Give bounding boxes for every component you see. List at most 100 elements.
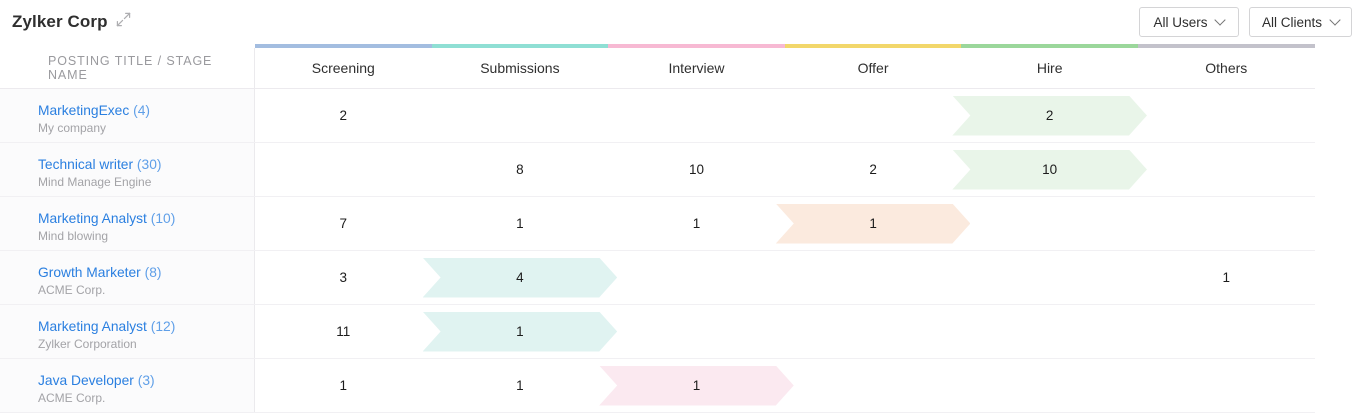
- stage-value: 4: [516, 270, 524, 285]
- posting-title-cell: Technical writer (30) Mind Manage Engine: [0, 143, 255, 196]
- stage-color-interview: [608, 44, 785, 48]
- stage-value-cell: [255, 143, 432, 196]
- job-client-name: Zylker Corporation: [38, 337, 137, 352]
- job-title-link[interactable]: Marketing Analyst (12): [38, 319, 254, 335]
- stage-value: 7: [339, 216, 348, 231]
- stage-value-cell[interactable]: 7: [255, 197, 432, 250]
- stage-value-cell[interactable]: 2: [961, 89, 1138, 142]
- filters-group: All Users All Clients: [1138, 7, 1352, 37]
- stage-value-cell[interactable]: 3: [255, 251, 432, 304]
- job-title-text: Technical writer: [38, 157, 134, 173]
- job-title-text: Marketing Analyst: [38, 211, 147, 227]
- expand-diagonal-icon[interactable]: [116, 12, 131, 32]
- table-header-row: POSTING TITLE / STAGE NAME Screening Subm…: [0, 48, 1315, 89]
- stage-value-cell: [608, 251, 785, 304]
- posting-title-cell: MarketingExec (4)My company: [0, 89, 255, 142]
- stage-value-cell[interactable]: 1: [608, 197, 785, 250]
- stage-value-cell[interactable]: 10: [608, 143, 785, 196]
- stage-value-cell: [608, 89, 785, 142]
- stage-color-submissions: [431, 44, 609, 48]
- job-title-link[interactable]: Java Developer (3): [38, 373, 254, 389]
- job-title-link[interactable]: Marketing Analyst (10): [38, 211, 254, 227]
- job-candidate-count: (4): [133, 103, 150, 119]
- stage-value-cell[interactable]: 2: [785, 143, 962, 196]
- job-client-name: Mind Manage Engine: [38, 175, 152, 190]
- job-client-name: ACME Corp.: [38, 283, 106, 298]
- job-candidate-count: (8): [144, 265, 162, 281]
- all-users-dropdown[interactable]: All Users: [1138, 7, 1239, 37]
- job-title-link[interactable]: Growth Marketer (8): [38, 265, 254, 281]
- table-row: Technical writer (30) Mind Manage Engine 8…: [0, 143, 1315, 197]
- table-row: Growth Marketer (8) ACME Corp. 3 4 1: [0, 251, 1315, 305]
- stage-value: 1: [516, 324, 524, 339]
- job-title-link[interactable]: Technical writer (30): [38, 157, 254, 173]
- column-header-submissions[interactable]: Submissions: [480, 60, 560, 76]
- all-users-dropdown-label: All Users: [1153, 14, 1208, 30]
- column-header-hire[interactable]: Hire: [1036, 60, 1063, 76]
- stage-value-cell[interactable]: 8: [432, 143, 609, 196]
- stage-value: 1: [692, 378, 701, 393]
- stage-value: 1: [869, 216, 877, 231]
- stage-value: 1: [1222, 270, 1231, 285]
- job-title-text: Marketing Analyst: [38, 319, 147, 335]
- stage-banner-orange: [776, 204, 971, 244]
- stage-value-cell[interactable]: 4: [432, 251, 609, 304]
- job-title-link[interactable]: MarketingExec (4): [38, 103, 254, 119]
- chevron-down-icon: [1214, 14, 1227, 26]
- stage-value-cell: [1138, 143, 1315, 196]
- table-row: Marketing Analyst (12) Zylker Corporation…: [0, 305, 1315, 359]
- stage-value-cell[interactable]: 1: [432, 197, 609, 250]
- stage-value-cell: [432, 89, 609, 142]
- job-candidate-count: (12): [150, 319, 176, 335]
- stage-color-others: [1137, 44, 1315, 48]
- stage-value-cell[interactable]: 1: [432, 305, 609, 358]
- stage-value-cell[interactable]: 1: [432, 359, 609, 412]
- stage-value-cell[interactable]: 10: [961, 143, 1138, 196]
- stage-value: 1: [692, 216, 701, 231]
- page-title: Zylker Corp: [12, 12, 108, 31]
- stage-value-cell: [961, 305, 1138, 358]
- stage-value: 2: [339, 108, 348, 123]
- stage-value: 11: [336, 324, 351, 339]
- stage-value-cell[interactable]: 1: [608, 359, 785, 412]
- stage-value: 2: [869, 162, 877, 177]
- stage-value-cell: [1138, 89, 1315, 142]
- job-title-text: Growth Marketer: [38, 265, 141, 281]
- column-header-posting-title: POSTING TITLE / STAGE NAME: [0, 48, 255, 88]
- stage-value-cell[interactable]: 11: [255, 305, 432, 358]
- stage-color-offer: [784, 44, 962, 48]
- top-bar: Zylker Corp All Users All Clients: [0, 0, 1366, 44]
- all-clients-dropdown[interactable]: All Clients: [1248, 7, 1352, 37]
- stage-value-cell: [961, 359, 1138, 412]
- column-header-others[interactable]: Others: [1205, 60, 1248, 76]
- job-client-name: Mind blowing: [38, 229, 109, 244]
- stage-value-cell: [608, 305, 785, 358]
- stage-value: 10: [688, 162, 704, 177]
- column-header-screening[interactable]: Screening: [311, 60, 375, 76]
- job-candidate-count: (30): [136, 157, 162, 173]
- stage-value-cell[interactable]: 2: [255, 89, 432, 142]
- stage-value: 1: [516, 378, 524, 393]
- stage-value-cell: [961, 251, 1138, 304]
- posting-title-cell: Marketing Analyst (10) Mind blowing: [0, 197, 255, 250]
- stage-banner-green: [952, 96, 1147, 136]
- posting-title-cell: Java Developer (3)ACME Corp.: [0, 359, 255, 412]
- stage-value-cell: [1138, 305, 1315, 358]
- stage-value-cell[interactable]: 1: [255, 359, 432, 412]
- column-header-interview[interactable]: Interview: [668, 60, 725, 76]
- stage-color-screening: [255, 44, 432, 48]
- column-header-offer[interactable]: Offer: [857, 60, 889, 76]
- stage-banner-green: [952, 150, 1147, 190]
- table-row: MarketingExec (4)My company 2 2: [0, 89, 1315, 143]
- stage-banner-pink: [599, 366, 794, 406]
- stage-value-cell: [785, 89, 962, 142]
- stage-value-cell[interactable]: 1: [785, 197, 962, 250]
- stage-value-cell[interactable]: 1: [1138, 251, 1315, 304]
- stage-value-cell: [1138, 197, 1315, 250]
- chevron-down-icon: [1329, 14, 1341, 26]
- job-candidate-count: (3): [137, 373, 155, 389]
- stage-color-bar: [0, 44, 1315, 48]
- stage-value-cell: [785, 305, 962, 358]
